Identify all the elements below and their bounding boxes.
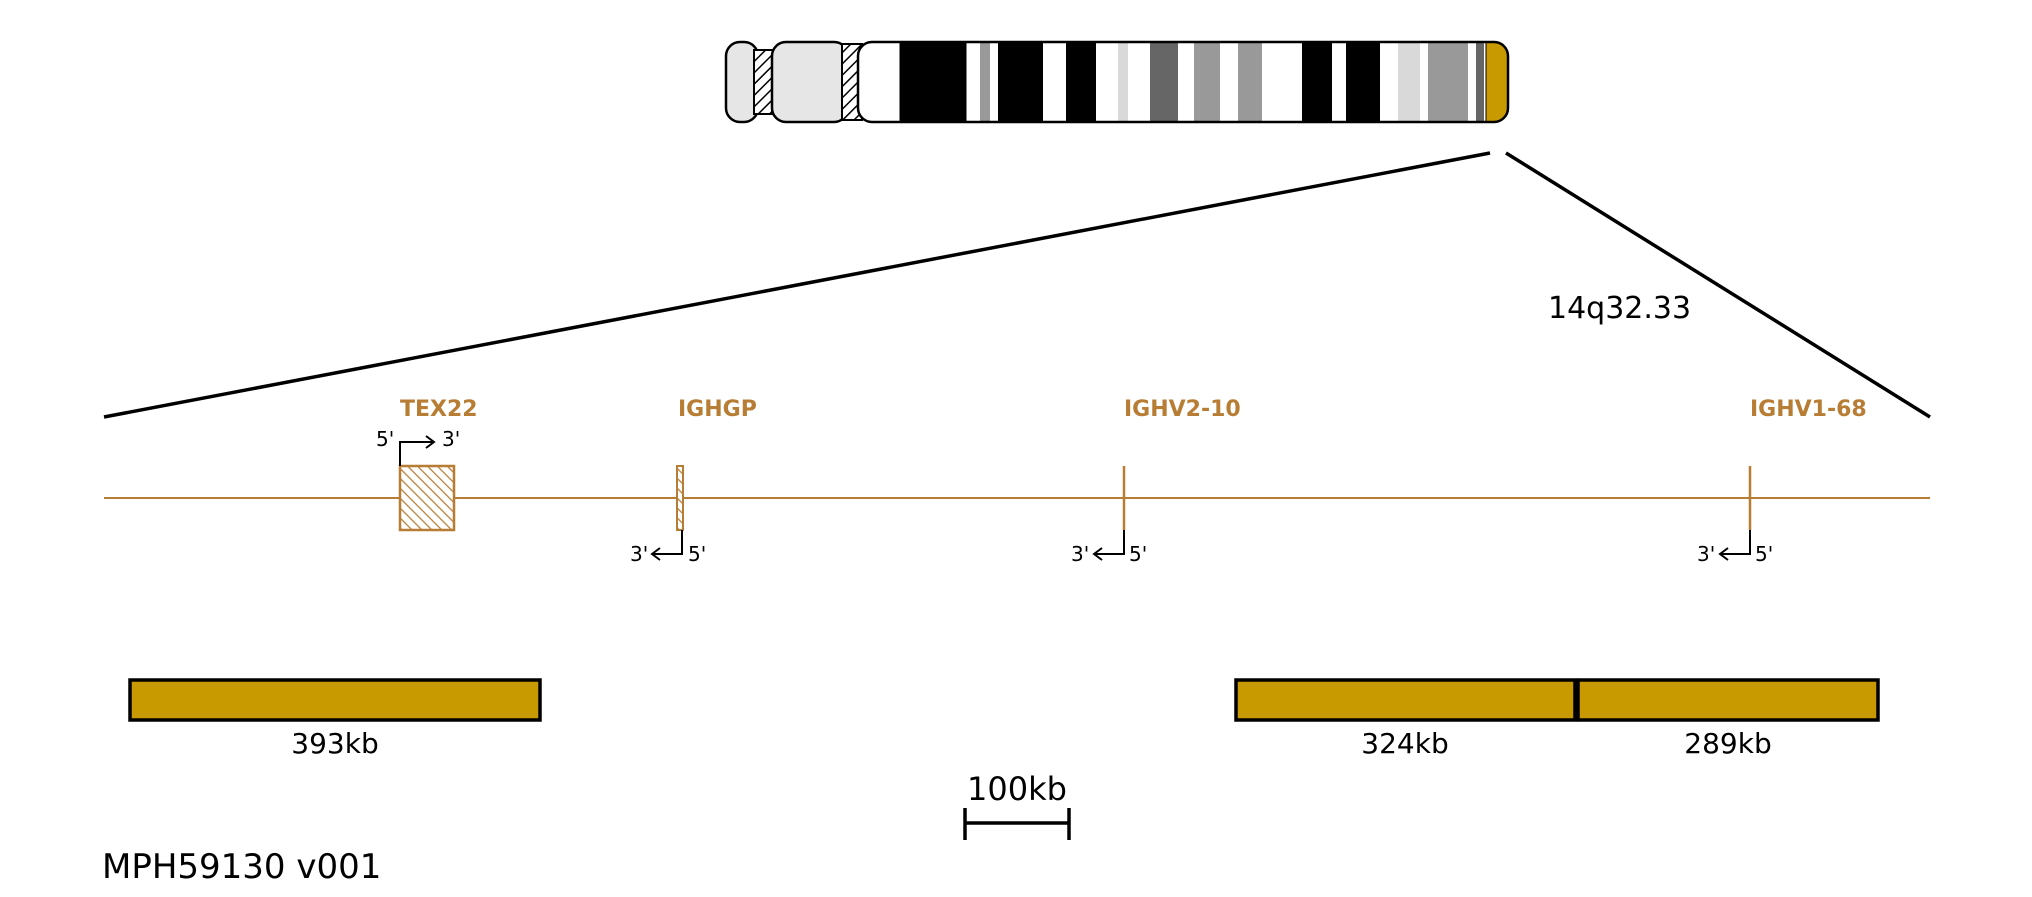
chromosome-ideogram (724, 40, 1510, 124)
probe-bar (1576, 678, 1880, 722)
gene-ighv1-68: IGHV1-68 3' 5' (1697, 397, 1867, 566)
strand-3-label: 3' (1071, 542, 1089, 566)
product-code: MPH59130 v001 (102, 847, 381, 887)
probe-size-label: 393kb (291, 727, 378, 760)
probe-bar (128, 678, 542, 722)
gene-body (398, 464, 456, 532)
reverse-arrow-icon (1092, 530, 1125, 561)
gene-label: IGHGP (678, 397, 757, 422)
forward-arrow-icon (399, 435, 436, 466)
probe-3: 289kb (1576, 678, 1880, 760)
chromosome-q-arm-outline (856, 40, 1510, 124)
strand-5-label: 5' (1755, 542, 1773, 566)
gene-label: TEX22 (400, 397, 478, 422)
zoom-line-right (1505, 151, 1931, 419)
gene-tex22: TEX22 5' 3' (376, 397, 478, 532)
gene-body (676, 465, 684, 531)
probe-size-label: 289kb (1684, 727, 1771, 760)
strand-3-label: 3' (1697, 542, 1715, 566)
strand-3-label: 3' (442, 427, 460, 451)
strand-5-label: 5' (376, 427, 394, 451)
gene-label: IGHV1-68 (1750, 397, 1867, 422)
band-label: 14q32.33 (1548, 291, 1691, 326)
gene-ighv2-10: IGHV2-10 3' 5' (1071, 397, 1241, 566)
reverse-arrow-icon (1718, 530, 1751, 561)
scale-bar: 100kb (963, 770, 1071, 840)
strand-3-label: 3' (630, 542, 648, 566)
gene-ighgp: IGHGP 3' 5' (630, 397, 757, 566)
scale-bar-label: 100kb (967, 770, 1067, 808)
reverse-arrow-icon (650, 530, 683, 561)
probe-bar (1234, 678, 1577, 722)
chromosome-q-arm-bands (858, 42, 1508, 122)
probe-1: 393kb (128, 678, 542, 760)
probe-2: 324kb (1234, 678, 1577, 760)
chromosome-satellite (770, 40, 850, 124)
strand-5-label: 5' (688, 542, 706, 566)
gene-label: IGHV2-10 (1124, 397, 1241, 422)
strand-5-label: 5' (1129, 542, 1147, 566)
probe-size-label: 324kb (1361, 727, 1448, 760)
zoom-line-left (103, 151, 1491, 419)
